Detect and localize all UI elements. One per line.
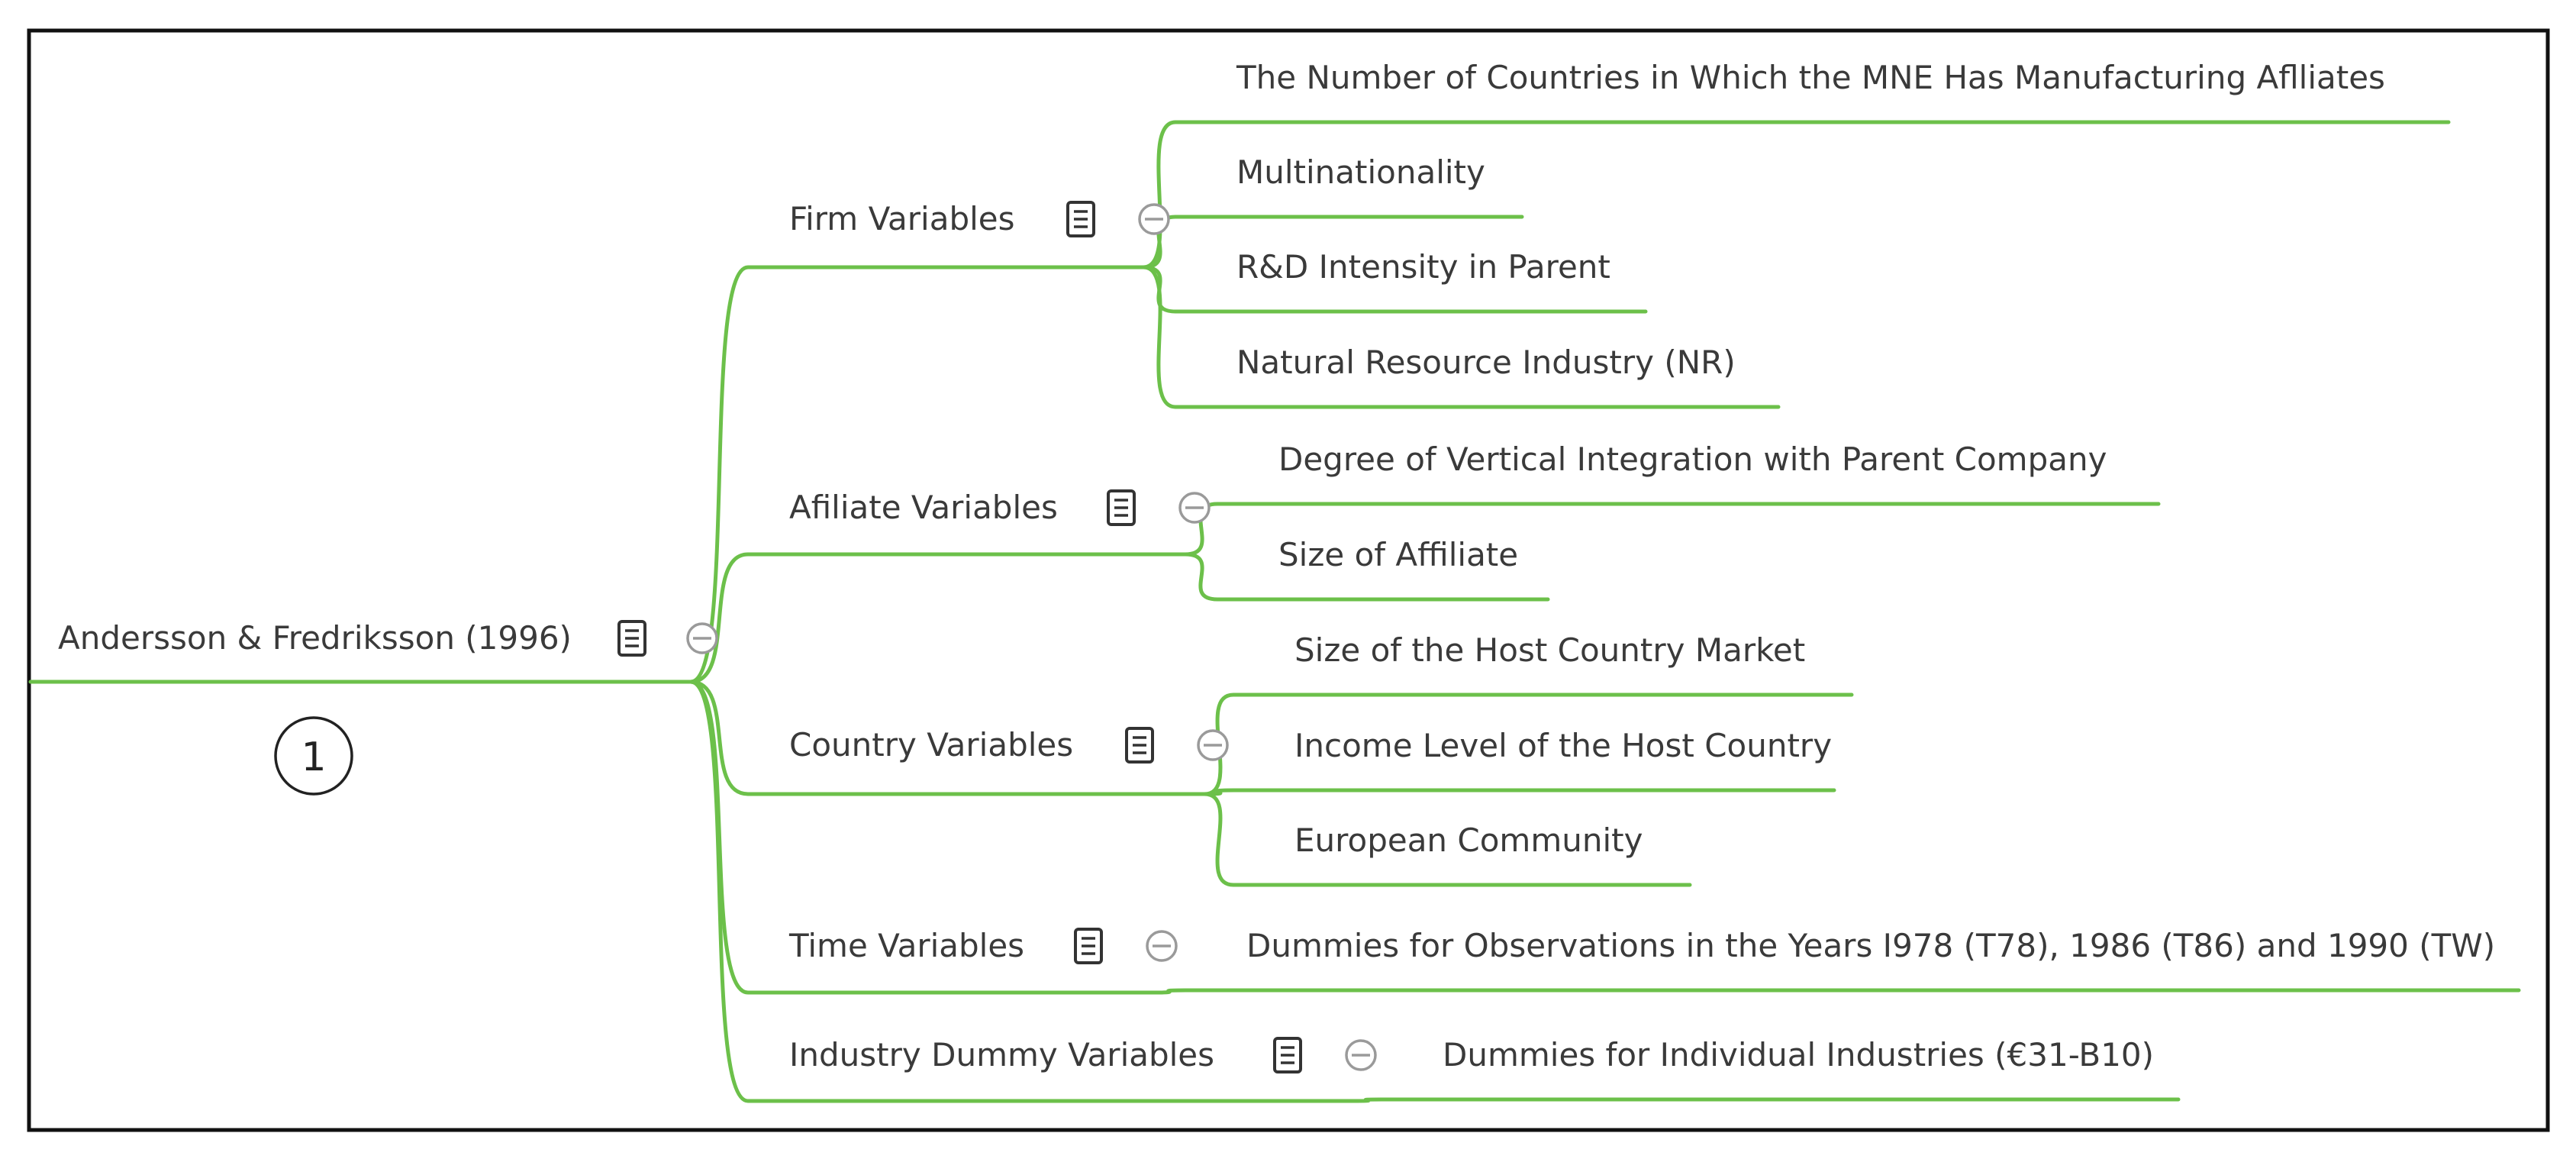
leaf-the-number-of-countries-in-which-the-mne[interactable]: The Number of Countries in Which the MNE… [1236, 59, 2385, 96]
collapse-icon[interactable] [1138, 203, 1170, 235]
collapse-icon[interactable] [1197, 729, 1229, 761]
note-icon[interactable] [1107, 489, 1136, 526]
root-node[interactable]: Andersson & Fredriksson (1996) [58, 619, 718, 657]
leaf-r-d-intensity-in-parent[interactable]: R&D Intensity in Parent [1236, 248, 1610, 286]
branch-country-variables[interactable]: Country Variables [789, 726, 1229, 764]
branch-label-firm-variables: Firm Variables [789, 200, 1015, 237]
note-icon[interactable] [1066, 201, 1095, 237]
diagram-frame [27, 28, 2550, 1132]
branch-label-industry-dummy-variables: Industry Dummy Variables [789, 1036, 1214, 1073]
branch-lines [28, 120, 2521, 1103]
nodes: Andersson & Fredriksson (1996) 1 Firm Vari… [58, 59, 2495, 1073]
note-icon[interactable] [1125, 727, 1154, 764]
connector-industry-dummy-variables [688, 680, 1355, 1103]
note-icon[interactable] [1273, 1037, 1302, 1073]
connector-afiliate-variables [688, 552, 1188, 684]
leaf-label: Dummies for Observations in the Years I9… [1246, 927, 2495, 964]
leaf-degree-of-vertical-integration-with-pare[interactable]: Degree of Vertical Integration with Pare… [1278, 441, 2107, 478]
leaf-label: Income Level of the Host Country [1294, 727, 1832, 764]
leaf-dummies-for-observations-in-the-years-i9[interactable]: Dummies for Observations in the Years I9… [1246, 927, 2495, 964]
collapse-icon[interactable] [1178, 492, 1211, 524]
connector-firm-variables [688, 265, 1146, 684]
connector-dummies-for-individual-industries-31-b10 [1350, 1097, 2181, 1103]
connector-dummies-for-observations-in-the-years-i9 [1150, 988, 2521, 995]
branch-label-afiliate-variables: Afiliate Variables [789, 489, 1058, 526]
leaf-label: R&D Intensity in Parent [1236, 248, 1610, 286]
node-number-marker: 1 [274, 716, 353, 796]
leaf-label: Size of Affiliate [1278, 536, 1518, 573]
leaf-size-of-affiliate[interactable]: Size of Affiliate [1278, 536, 1518, 573]
collapse-icon[interactable] [686, 622, 718, 654]
leaf-label: Natural Resource Industry (NR) [1236, 344, 1736, 381]
connector-degree-of-vertical-integration-with-pare [1183, 502, 2161, 557]
leaf-size-of-the-host-country-market[interactable]: Size of the Host Country Market [1294, 631, 1805, 669]
leaf-multinationality[interactable]: Multinationality [1236, 153, 1485, 191]
branch-firm-variables[interactable]: Firm Variables [789, 200, 1170, 237]
branch-afiliate-variables[interactable]: Afiliate Variables [789, 489, 1211, 526]
connector-the-number-of-countries-in-which-the-mne [1141, 120, 2451, 270]
leaf-natural-resource-industry-nr[interactable]: Natural Resource Industry (NR) [1236, 344, 1736, 381]
branch-label-country-variables: Country Variables [789, 726, 1073, 764]
leaf-income-level-of-the-host-country[interactable]: Income Level of the Host Country [1294, 727, 1832, 764]
connector-country-variables [688, 680, 1207, 796]
leaf-label: Size of the Host Country Market [1294, 631, 1805, 669]
leaf-label: Degree of Vertical Integration with Pare… [1278, 441, 2107, 478]
branch-time-variables[interactable]: Time Variables [788, 927, 1178, 964]
root-label: Andersson & Fredriksson (1996) [58, 619, 572, 657]
leaf-label: Dummies for Individual Industries (€31-B… [1443, 1036, 2154, 1073]
leaf-dummies-for-individual-industries-31-b10[interactable]: Dummies for Individual Industries (€31-B… [1443, 1036, 2154, 1073]
collapse-icon[interactable] [1146, 930, 1178, 962]
note-icon[interactable] [617, 620, 646, 657]
collapse-icon[interactable] [1345, 1039, 1377, 1071]
leaf-european-community[interactable]: European Community [1294, 822, 1643, 859]
connector-natural-resource-industry-nr [1141, 265, 1781, 409]
leaf-label: Multinationality [1236, 153, 1485, 191]
node-number-text: 1 [301, 734, 326, 780]
leaf-label: The Number of Countries in Which the MNE… [1236, 59, 2385, 96]
connector-european-community [1202, 792, 1692, 887]
branch-industry-dummy-variables[interactable]: Industry Dummy Variables [789, 1036, 1377, 1073]
connector-income-level-of-the-host-country [1202, 788, 1836, 796]
note-icon[interactable] [1074, 928, 1103, 964]
connector-size-of-affiliate [1183, 552, 1550, 602]
leaf-label: European Community [1294, 822, 1643, 859]
branch-label-time-variables: Time Variables [788, 927, 1024, 964]
